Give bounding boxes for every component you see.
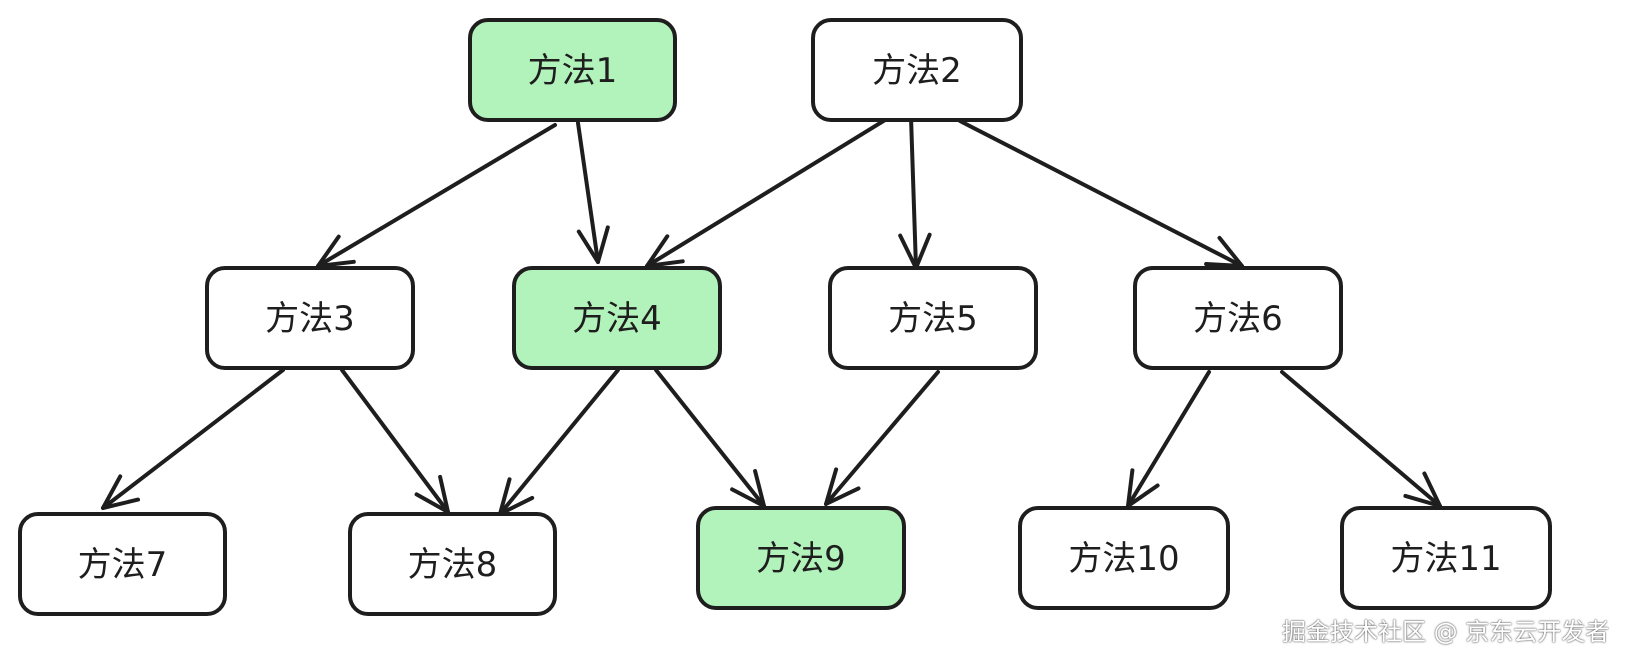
- arrowhead-icon: [1126, 468, 1160, 508]
- edge-arrow-m2-to-m5: [898, 115, 932, 270]
- edge-arrow-m5-to-m9: [824, 370, 940, 506]
- arrowhead-icon: [824, 467, 861, 506]
- edge-line: [316, 123, 557, 268]
- node-box: [18, 512, 227, 616]
- arrowhead-icon: [101, 474, 140, 510]
- node-label: 方法7: [78, 545, 168, 585]
- edge-arrow-m6-to-m11: [1280, 370, 1442, 508]
- node-box: [1018, 506, 1230, 610]
- edge-arrow-m1-to-m3: [316, 123, 557, 268]
- edge-arrow-m4-to-m9: [654, 368, 766, 508]
- edges-layer: [101, 115, 1442, 516]
- node-m6: 方法6: [1133, 266, 1343, 370]
- node-m4: 方法4: [512, 266, 722, 370]
- edge-arrow-m6-to-m10: [1126, 370, 1211, 508]
- node-box: [1133, 266, 1343, 370]
- node-box: [348, 512, 557, 616]
- edge-arrow-m3-to-m7: [101, 368, 285, 510]
- node-label: 方法5: [888, 299, 978, 339]
- edge-line: [576, 121, 600, 264]
- node-label: 方法4: [572, 299, 662, 339]
- node-box: [512, 266, 722, 370]
- edge-line: [645, 115, 892, 268]
- edge-line: [654, 368, 766, 508]
- node-box: [811, 18, 1023, 122]
- edge-line: [824, 370, 940, 506]
- edge-arrow-m1-to-m4: [576, 121, 610, 264]
- node-label: 方法6: [1193, 299, 1283, 339]
- node-m8: 方法8: [348, 512, 557, 616]
- edge-line: [1280, 370, 1442, 508]
- node-label: 方法10: [1068, 539, 1179, 579]
- node-m9: 方法9: [696, 506, 906, 610]
- edge-line: [498, 368, 620, 516]
- node-m1: 方法1: [468, 18, 677, 122]
- node-m11: 方法11: [1340, 506, 1552, 610]
- edge-arrow-m4-to-m8: [498, 368, 620, 516]
- node-m7: 方法7: [18, 512, 227, 616]
- node-box: [696, 506, 906, 610]
- edge-arrow-m2-to-m4: [645, 115, 892, 268]
- node-box: [1340, 506, 1552, 610]
- edge-line: [101, 368, 285, 510]
- arrowhead-icon: [576, 225, 610, 264]
- node-box: [828, 266, 1038, 370]
- edge-line: [340, 368, 450, 514]
- node-label: 方法8: [408, 545, 498, 585]
- edge-arrow-m2-to-m6: [958, 119, 1244, 268]
- node-box: [205, 266, 415, 370]
- edge-line: [1126, 370, 1211, 508]
- node-label: 方法1: [528, 51, 618, 91]
- node-label: 方法2: [872, 51, 962, 91]
- edge-arrow-m3-to-m8: [340, 368, 450, 514]
- watermark-text: 掘金技术社区 @ 京东云开发者: [1282, 618, 1610, 646]
- node-m10: 方法10: [1018, 506, 1230, 610]
- node-m5: 方法5: [828, 266, 1038, 370]
- node-label: 方法9: [756, 539, 846, 579]
- node-label: 方法11: [1390, 539, 1501, 579]
- edge-line: [909, 115, 918, 270]
- node-label: 方法3: [265, 299, 355, 339]
- node-box: [468, 18, 677, 122]
- nodes-layer: 方法1 方法2 方法3 方法4 方法5 方法6 方法7 方法8 方法9 方法10 方法11: [18, 18, 1552, 616]
- arrowhead-icon: [645, 234, 685, 268]
- node-m2: 方法2: [811, 18, 1023, 122]
- arrowhead-icon: [316, 234, 356, 268]
- edge-line: [958, 119, 1244, 268]
- node-m3: 方法3: [205, 266, 415, 370]
